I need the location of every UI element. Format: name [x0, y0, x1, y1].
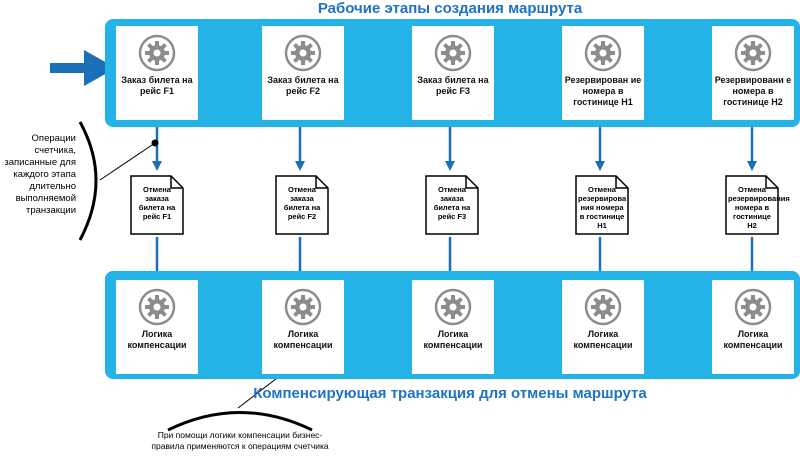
compensation-step: Логика компенсации [712, 280, 794, 374]
work-step: Заказ билета на рейс F3 [412, 26, 494, 120]
work-step: Заказ билета на рейс F2 [262, 26, 344, 120]
counter-operation-label: Отмена резервирования номера в гостинице… [728, 185, 790, 230]
compensation-step: Логика компенсации [262, 280, 344, 374]
work-step: Заказ билета на рейс F1 [116, 26, 198, 120]
counter-operation: Отмена резервирования номера в гостинице… [725, 175, 790, 235]
counter-operation-label: Отмена резервирова ния номера в гостиниц… [578, 185, 627, 230]
counter-to-compensation-arrows [152, 237, 757, 282]
gear-cycle-icon [584, 288, 622, 326]
compensation-step-label: Логика компенсации [723, 329, 783, 350]
gear-cycle-icon [138, 34, 176, 72]
compensation-step-label: Логика компенсации [127, 329, 187, 350]
document-icon [275, 175, 329, 235]
counter-operation: Отмена заказа билета на рейс F2 [275, 175, 329, 235]
counter-operation-label: Отмена заказа билета на рейс F3 [433, 185, 471, 221]
bottom-note: При помощи логики компенсации бизнес-пра… [151, 430, 329, 451]
bottom-band-title: Компенсирующая транзакция для отмены мар… [253, 385, 647, 402]
top-band-title: Рабочие этапы создания маршрута [317, 0, 583, 17]
counter-operation: Отмена заказа билета на рейс F3 [425, 175, 479, 235]
document-icon [725, 175, 779, 235]
left-note: Операции счетчика, записанные для каждог… [4, 133, 76, 216]
compensation-step-label: Логика компенсации [423, 329, 483, 350]
gear-cycle-icon [734, 34, 772, 72]
counter-operation-label: Отмена заказа билета на рейс F2 [283, 185, 321, 221]
gear-cycle-icon [138, 288, 176, 326]
work-step-label: Заказ билета на рейс F2 [267, 75, 339, 96]
document-icon [425, 175, 479, 235]
work-step: Резервирован ие номера в гостинице H1 [562, 26, 644, 120]
compensation-step-label: Логика компенсации [273, 329, 333, 350]
document-icon [575, 175, 629, 235]
document-icon [130, 175, 184, 235]
gear-cycle-icon [434, 34, 472, 72]
work-step: Резервировани е номера в гостинице H2 [712, 26, 794, 120]
counter-operation: Отмена заказа билета на рейс F1 [130, 175, 184, 235]
entry-arrow [50, 50, 116, 86]
work-step-label: Резервирован ие номера в гостинице H1 [564, 75, 642, 107]
gear-cycle-icon [284, 34, 322, 72]
compensation-step: Логика компенсации [562, 280, 644, 374]
compensation-step: Логика компенсации [116, 280, 198, 374]
work-step-label: Заказ билета на рейс F1 [121, 75, 193, 96]
compensation-step-label: Логика компенсации [573, 329, 633, 350]
counter-operation: Отмена резервирова ния номера в гостиниц… [575, 175, 629, 235]
work-step-label: Заказ билета на рейс F3 [417, 75, 489, 96]
gear-cycle-icon [734, 288, 772, 326]
counter-operation-label: Отмена заказа билета на рейс F1 [138, 185, 176, 221]
work-step-label: Резервировани е номера в гостинице H2 [714, 75, 792, 107]
gear-cycle-icon [434, 288, 472, 326]
gear-cycle-icon [284, 288, 322, 326]
gear-cycle-icon [584, 34, 622, 72]
left-note-bracket [78, 121, 159, 241]
compensation-step: Логика компенсации [412, 280, 494, 374]
